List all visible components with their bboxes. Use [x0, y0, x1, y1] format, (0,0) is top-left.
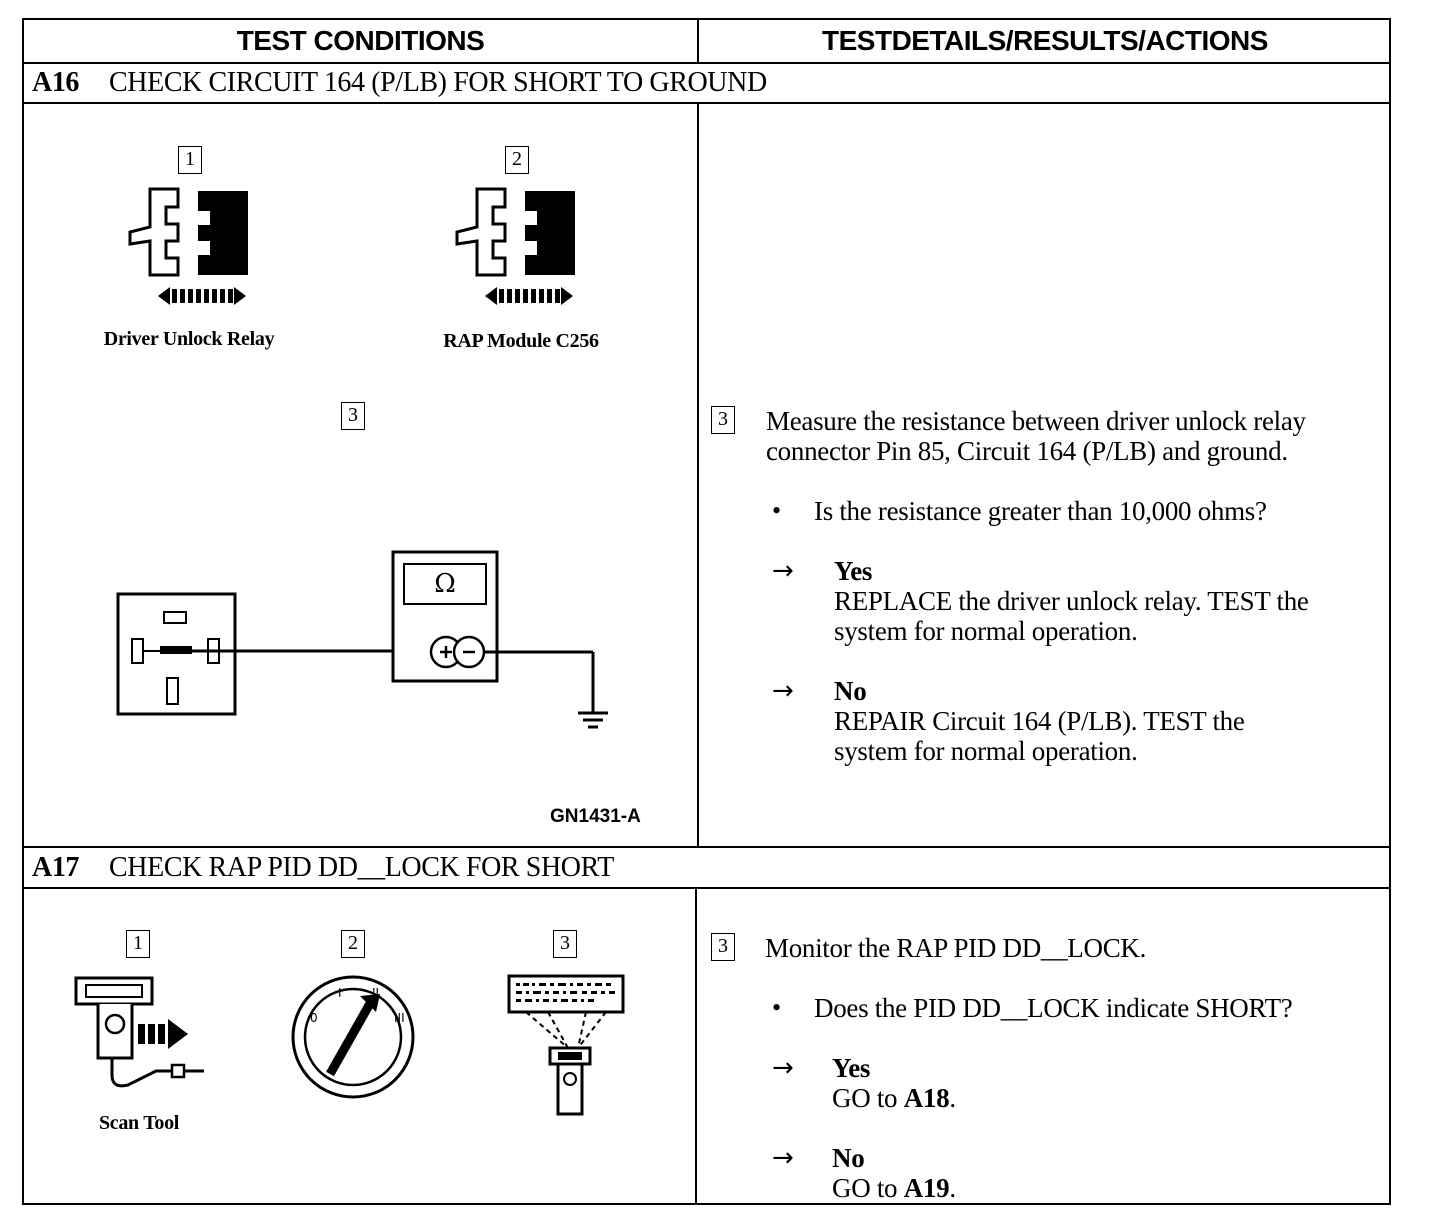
a16-no-arrow-icon: →: [772, 676, 794, 706]
a16-step-line-2: connector Pin 85, Circuit 164 (P/LB) and…: [766, 436, 1288, 466]
a16-yes-line-1: REPLACE the driver unlock relay. TEST th…: [834, 586, 1309, 616]
scan-tool-icon: [74, 976, 204, 1088]
a16-no-line-1: REPAIR Circuit 164 (P/LB). TEST the: [834, 706, 1245, 736]
a17-callout-3: 3: [553, 930, 577, 958]
svg-text:I: I: [338, 986, 342, 1000]
a16-yes-arrow-icon: →: [772, 556, 794, 586]
a17-no-action: GO to A19.: [832, 1173, 956, 1203]
diagnostic-table: TEST CONDITIONS TESTDETAILS/RESULTS/ACTI…: [22, 18, 1391, 1205]
header-test-details: TESTDETAILS/RESULTS/ACTIONS: [822, 25, 1268, 56]
a16-bottom-divider: [24, 846, 1389, 848]
svg-text:0: 0: [310, 1011, 318, 1025]
a17-title-text: CHECK RAP PID DD__LOCK FOR SHORT: [109, 852, 614, 883]
a16-step-number: A16: [32, 67, 80, 98]
header-divider: [24, 62, 1389, 64]
ohm-symbol: Ω: [434, 569, 456, 599]
header-test-conditions: TEST CONDITIONS: [236, 25, 485, 56]
a16-callout-1: 1: [178, 146, 202, 174]
a17-column-divider: [695, 887, 697, 1205]
a17-no-label: No: [832, 1143, 865, 1173]
a17-yes-label: Yes: [832, 1053, 871, 1083]
a17-no-action-suffix: .: [949, 1173, 956, 1203]
a17-section-title: A17 CHECK RAP PID DD__LOCK FOR SHORT: [32, 848, 614, 888]
a17-no-target: A19: [903, 1173, 950, 1203]
a17-no-arrow-icon: →: [772, 1143, 794, 1173]
a16-section-title: A16 CHECK CIRCUIT 164 (P/LB) FOR SHORT TO…: [32, 63, 767, 103]
a17-yes-action-prefix: GO to: [832, 1083, 904, 1113]
a16-step-callout: 3: [711, 406, 735, 434]
a17-yes-target: A18: [903, 1083, 950, 1113]
header-column-divider: [697, 20, 699, 62]
a17-step-number: A17: [32, 852, 80, 883]
scan-display-icon: [507, 974, 625, 1116]
a16-figure-id: GN1431-A: [550, 806, 641, 827]
a17-title-divider: [24, 887, 1389, 889]
a16-no-label: No: [834, 676, 867, 706]
a16-callout-3: 3: [341, 402, 365, 430]
a16-step-line-1: Measure the resistance between driver un…: [766, 406, 1306, 436]
a16-title-text: CHECK CIRCUIT 164 (P/LB) FOR SHORT TO GR…: [109, 67, 767, 98]
a17-bullet: •: [772, 993, 782, 1022]
a17-callout-1: 1: [126, 930, 150, 958]
driver-unlock-relay-caption: Driver Unlock Relay: [103, 328, 275, 350]
a17-yes-arrow-icon: →: [772, 1053, 794, 1083]
a17-no-action-prefix: GO to: [832, 1173, 904, 1203]
svg-text:II: II: [372, 986, 379, 1000]
a16-yes-line-2: system for normal operation.: [834, 616, 1138, 646]
connector-disconnect-icon-1: [128, 187, 248, 305]
a17-question: Does the PID DD__LOCK indicate SHORT?: [814, 993, 1293, 1023]
a16-title-divider: [24, 102, 1389, 104]
ohmmeter-diagram: [116, 550, 608, 729]
a17-callout-2: 2: [341, 930, 365, 958]
a16-yes-label: Yes: [834, 556, 873, 586]
a16-callout-2: 2: [505, 146, 529, 174]
rap-module-caption: RAP Module C256: [443, 330, 599, 352]
a17-step-text: Monitor the RAP PID DD__LOCK.: [765, 933, 1147, 963]
svg-text:III: III: [394, 1011, 405, 1025]
a17-yes-action-suffix: .: [949, 1083, 956, 1113]
ignition-switch-icon: 0 I II III: [291, 975, 415, 1099]
scan-tool-caption: Scan Tool: [98, 1112, 180, 1134]
a16-no-line-2: system for normal operation.: [834, 736, 1138, 766]
a16-question: Is the resistance greater than 10,000 oh…: [814, 496, 1267, 526]
a17-step-callout: 3: [711, 933, 735, 961]
a16-column-divider: [697, 102, 699, 846]
a16-bullet: •: [772, 496, 782, 525]
connector-disconnect-icon-2: [455, 187, 575, 305]
a17-yes-action: GO to A18.: [832, 1083, 956, 1113]
